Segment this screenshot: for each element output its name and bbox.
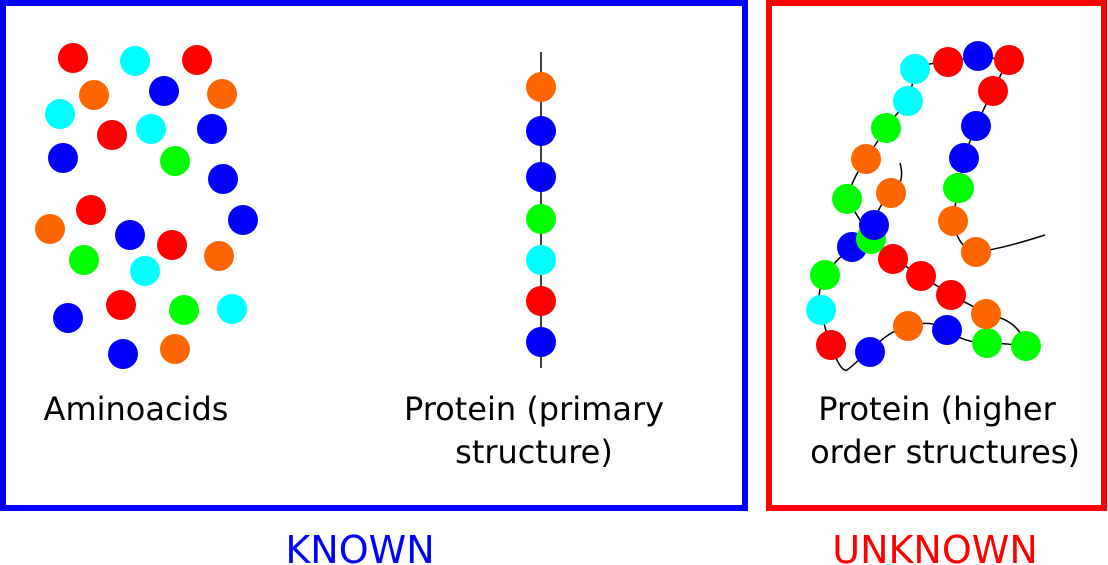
aminoacid-blue-25 — [53, 303, 83, 333]
higher-caption-line-1: Protein (higher — [818, 390, 1056, 428]
primary-residue-orange-1 — [526, 72, 556, 102]
aminoacid-orange-16 — [35, 214, 65, 244]
folded-residue-blue-28 — [949, 143, 979, 173]
unknown-label: UNKNOWN — [832, 528, 1038, 565]
folded-chain — [806, 41, 1041, 367]
aminoacid-orange-6 — [207, 79, 237, 109]
folded-backbone — [818, 55, 1046, 371]
folded-residue-red-5 — [994, 45, 1024, 75]
aminoacid-green-12 — [160, 146, 190, 176]
aminoacid-blue-11 — [48, 143, 78, 173]
aminoacid-cyan-24 — [217, 294, 247, 324]
folded-residue-green-29 — [944, 173, 974, 203]
folded-residue-green-8 — [1011, 331, 1041, 361]
aminoacid-blue-17 — [115, 220, 145, 250]
aminoacid-red-14 — [76, 195, 106, 225]
aminoacids-caption: Aminoacids — [44, 390, 229, 428]
folded-residue-red-6 — [906, 261, 936, 291]
folded-residue-blue-17 — [859, 210, 889, 240]
unknown-frame — [766, 0, 1107, 511]
primary-residue-cyan-5 — [526, 245, 556, 275]
aminoacid-orange-19 — [204, 241, 234, 271]
folded-residue-red-1 — [816, 330, 846, 360]
folded-residue-orange-30 — [938, 206, 968, 236]
aminoacid-green-23 — [169, 295, 199, 325]
folded-residue-red-10 — [878, 244, 908, 274]
aminoacid-blue-26 — [108, 339, 138, 369]
unknown-panel: Protein (higher order structures) — [766, 0, 1107, 511]
folded-residue-green-20 — [871, 113, 901, 143]
aminoacid-red-3 — [182, 45, 212, 75]
folded-residue-green-7 — [972, 328, 1002, 358]
aminoacid-red-8 — [97, 120, 127, 150]
primary-residue-green-4 — [526, 204, 556, 234]
aminoacid-cyan-21 — [130, 256, 160, 286]
folded-residue-orange-4 — [893, 311, 923, 341]
aminoacid-red-1 — [58, 43, 88, 73]
higher-caption-line-2: order structures) — [810, 433, 1080, 471]
folded-residue-cyan-9 — [806, 295, 836, 325]
aminoacid-red-22 — [106, 290, 136, 320]
known-panel: Aminoacids Protein (primary structure) — [0, 0, 748, 511]
aminoacid-blue-15 — [228, 205, 258, 235]
aminoacid-cyan-2 — [120, 46, 150, 76]
aminoacids-cluster — [35, 43, 258, 369]
aminoacid-cyan-7 — [45, 99, 75, 129]
folded-residue-green-14 — [810, 260, 840, 290]
folded-residue-green-18 — [832, 184, 862, 214]
aminoacid-cyan-9 — [136, 114, 166, 144]
known-frame — [0, 0, 748, 511]
aminoacid-orange-4 — [79, 80, 109, 110]
primary-caption-line-2: structure) — [455, 433, 613, 471]
primary-residue-blue-3 — [526, 162, 556, 192]
folded-residue-orange-12 — [971, 299, 1001, 329]
primary-caption-line-1: Protein (primary — [404, 390, 664, 428]
primary-residue-red-6 — [526, 286, 556, 316]
aminoacid-green-20 — [69, 245, 99, 275]
folded-residue-blue-27 — [961, 111, 991, 141]
folded-residue-blue-11 — [932, 315, 962, 345]
aminoacid-orange-27 — [160, 334, 190, 364]
aminoacid-blue-5 — [149, 76, 179, 106]
folded-residue-red-23 — [936, 280, 966, 310]
primary-structure — [526, 52, 556, 368]
primary-chain — [526, 72, 556, 357]
folded-residue-orange-16 — [876, 178, 906, 208]
aminoacid-red-18 — [157, 230, 187, 260]
folded-residue-blue-2 — [855, 337, 885, 367]
aminoacid-blue-10 — [197, 114, 227, 144]
folded-residue-orange-19 — [851, 144, 881, 174]
folded-residue-red-25 — [978, 76, 1008, 106]
folded-residue-cyan-21 — [893, 86, 923, 116]
known-label: KNOWN — [285, 528, 434, 565]
aminoacid-blue-13 — [208, 164, 238, 194]
primary-residue-blue-2 — [526, 116, 556, 146]
primary-residue-blue-7 — [526, 327, 556, 357]
folded-residue-blue-24 — [963, 41, 993, 71]
folded-residue-red-3 — [933, 47, 963, 77]
folded-residue-orange-31 — [961, 237, 991, 267]
folded-residue-cyan-22 — [900, 54, 930, 84]
